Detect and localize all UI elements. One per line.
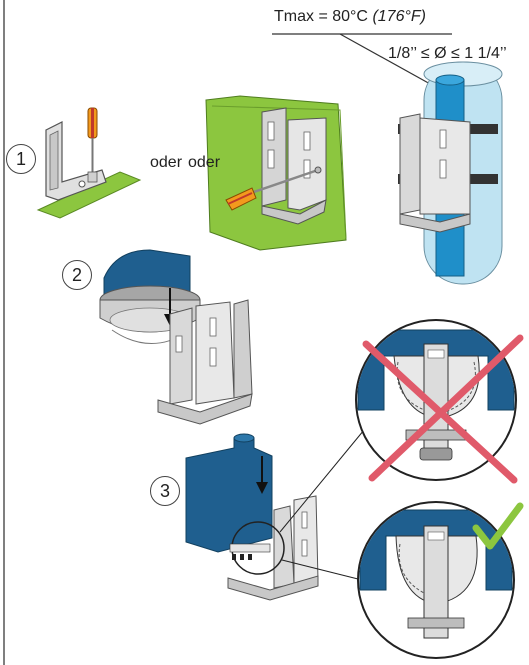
tmax-celsius: Tmax = 80°C [274,8,372,25]
step2-assembly [100,250,252,424]
oder-label-1: oder [150,154,182,172]
step1-flat-mount [38,108,140,218]
step-number-1: 1 [6,144,36,174]
step3-assembly [186,430,364,600]
step1-wall-mount [206,96,346,250]
screwdriver-icon [88,108,97,176]
tmax-label: Tmax = 80°C (176°F) [274,8,426,26]
step-number-2: 2 [62,260,92,290]
sensor-body-blue [186,435,272,552]
step-number-3: 3 [150,476,180,506]
diameter-label: 1/8’’ ≤ Ø ≤ 1 1/4’’ [388,45,507,63]
tmax-fahrenheit: (176°F) [372,8,426,25]
zoom-correct [358,502,520,658]
zoom-wrong [356,320,520,480]
screw-icon [88,172,97,182]
oder-label-2: oder [188,154,220,172]
pipe-bracket [400,114,420,214]
pipe-mount [398,62,502,284]
bracket-step2-back [170,308,192,404]
